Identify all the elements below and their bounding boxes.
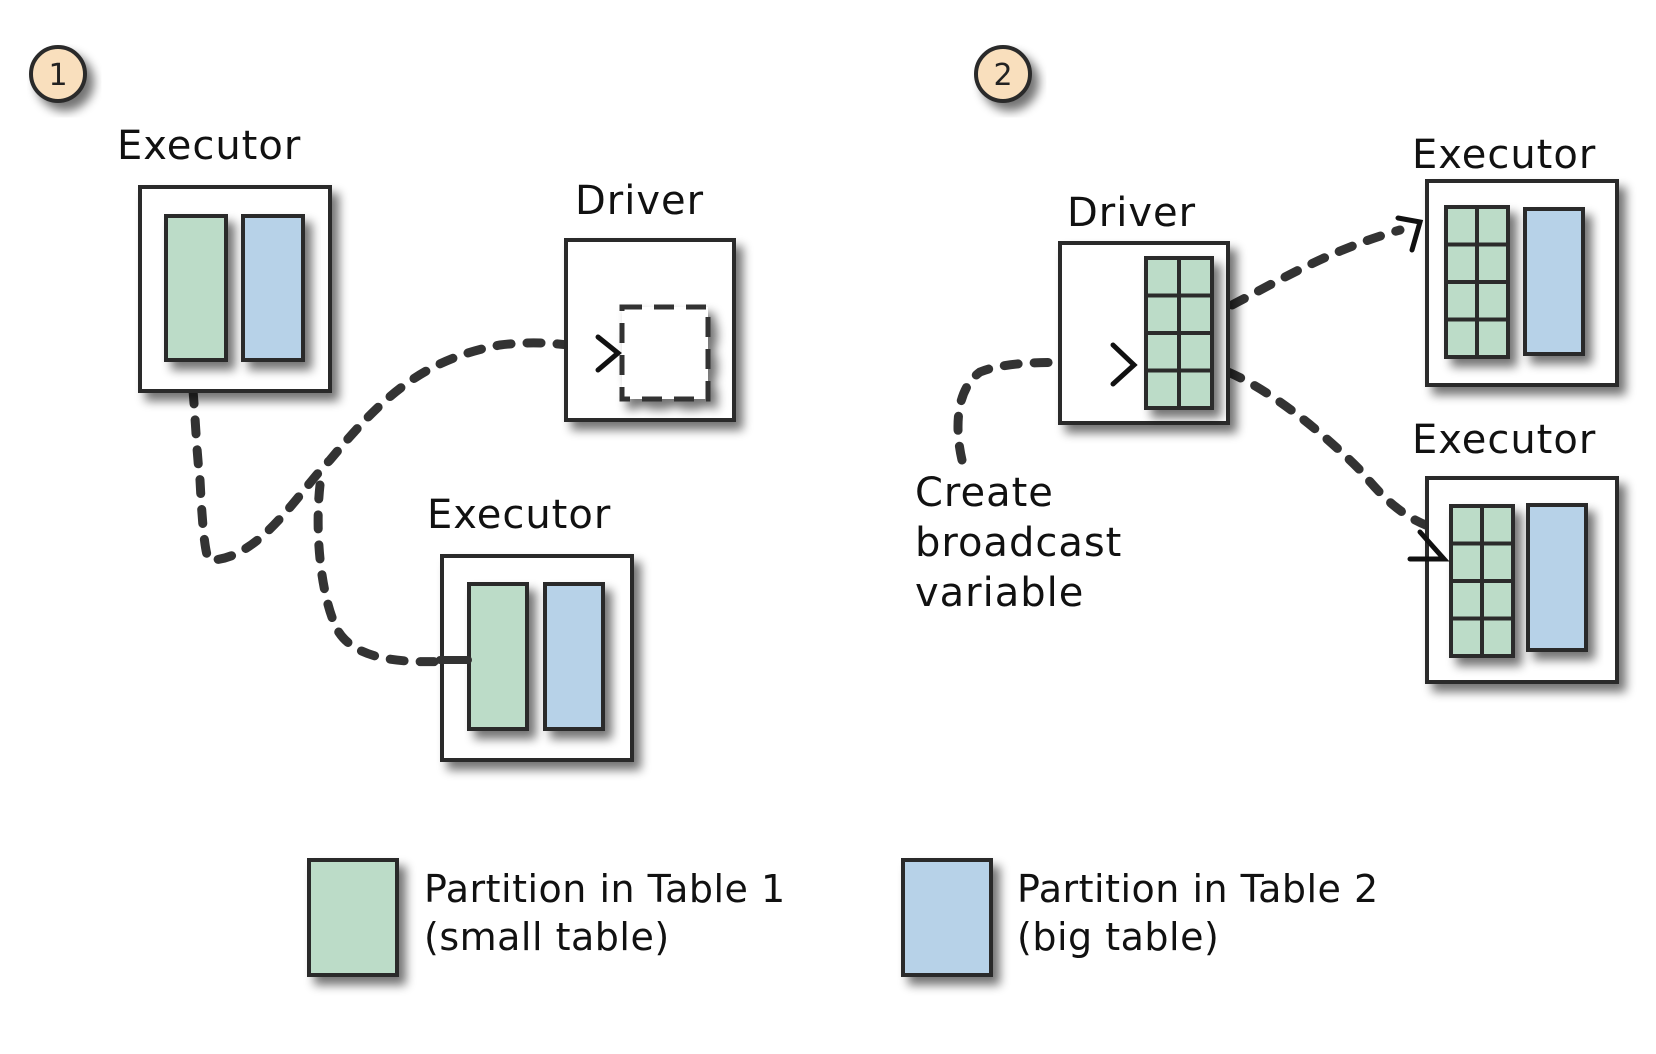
partition-big-table (1526, 503, 1588, 652)
legend-item-small-table: Partition in Table 1 (small table) (307, 858, 786, 977)
small-table-partition-cell (1444, 280, 1479, 322)
legend-sublabel: (small table) (424, 915, 670, 959)
small-table-partition-cell (1144, 331, 1181, 373)
driver-node (1058, 241, 1230, 425)
small-table-partition-cell (1444, 205, 1479, 247)
annotation-line: broadcast (915, 520, 1122, 566)
partition-big-table (1523, 207, 1585, 356)
executor-label: Executor (1412, 132, 1596, 178)
legend-item-big-table: Partition in Table 2 (big table) (901, 858, 1379, 977)
legend-swatch (901, 858, 993, 977)
small-table-partition-cell (1177, 368, 1214, 410)
step-badge-1: 1 (29, 45, 87, 103)
executor-node (1407, 476, 1619, 684)
arrow-head-icon (1395, 215, 1424, 253)
small-table-partition-cell (1480, 541, 1515, 583)
small-table-partition-cell (1144, 368, 1181, 410)
partition-big-table (543, 582, 605, 731)
small-table-partition-cell (1144, 256, 1181, 298)
executor-label: Executor (427, 492, 611, 538)
legend-label: Partition in Table 1 (424, 867, 786, 911)
small-table-partition-cell (1177, 256, 1214, 298)
legend-sublabel: (big table) (1017, 915, 1219, 959)
small-table-partition-cell (1480, 616, 1515, 658)
executor-label: Executor (117, 123, 301, 169)
driver-label: Driver (575, 178, 704, 224)
step-number: 2 (993, 58, 1012, 93)
partition-small-table (467, 582, 529, 731)
small-table-partition-cell (1480, 504, 1515, 546)
arrow-head-icon (1110, 342, 1138, 387)
dotted-path-broadcast-to-executor-b (1223, 367, 1445, 535)
broadcast-variable-copy (1449, 504, 1515, 658)
panel-1: 1 Executor Driver Executor (29, 45, 736, 762)
dotted-path-broadcast-to-executor-a (1227, 225, 1405, 310)
dotted-path-executor-b-to-driver (313, 480, 470, 667)
partition-big-table (241, 214, 305, 362)
partition-small-table (164, 214, 228, 362)
executor-node (1395, 179, 1619, 387)
small-table-partition-cell (1144, 293, 1181, 335)
create-broadcast-annotation: Create broadcast variable (915, 470, 1122, 616)
annotation-line: Create (915, 470, 1054, 516)
dotted-path-executor-a-to-driver (185, 338, 600, 565)
small-table-partition-cell (1444, 242, 1479, 284)
small-table-partition-cell (1449, 541, 1484, 583)
panel-2: 2 Driver Executor Executor (915, 45, 1619, 684)
executor-node (436, 554, 634, 762)
executor-node (138, 185, 332, 393)
executor-label: Executor (1412, 417, 1596, 463)
small-table-partition-cell (1475, 317, 1510, 359)
small-table-partition-cell (1177, 293, 1214, 335)
empty-collected-partition (619, 304, 711, 402)
arrow-head-icon (595, 334, 622, 373)
small-table-partition-cell (1475, 242, 1510, 284)
legend-swatch (307, 858, 399, 977)
broadcast-variable-grid (1144, 256, 1214, 410)
small-table-partition-cell (1177, 331, 1214, 373)
small-table-partition-cell (1475, 205, 1510, 247)
small-table-partition-cell (1480, 579, 1515, 621)
arrow-head-icon (1407, 529, 1450, 562)
small-table-partition-cell (1449, 579, 1484, 621)
small-table-partition-cell (1449, 616, 1484, 658)
annotation-line: variable (915, 570, 1084, 616)
step-number: 1 (48, 58, 67, 93)
legend-label: Partition in Table 2 (1017, 867, 1379, 911)
step-badge-2: 2 (974, 45, 1032, 103)
small-table-partition-cell (1475, 280, 1510, 322)
driver-label: Driver (1067, 190, 1196, 236)
driver-node (564, 238, 736, 422)
small-table-partition-cell (1444, 317, 1479, 359)
legend: Partition in Table 1 (small table) Parti… (307, 858, 1379, 977)
broadcast-variable-copy (1444, 205, 1510, 359)
small-table-partition-cell (1449, 504, 1484, 546)
